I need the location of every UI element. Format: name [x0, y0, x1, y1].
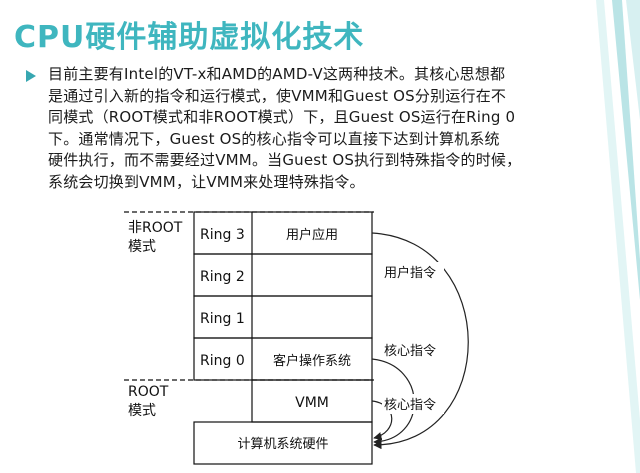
ring0-content: 客户操作系统: [273, 353, 351, 369]
root-mode-label: ROOT: [128, 384, 169, 400]
paragraph-line: 下。通常情况下，Guest OS的核心指令可以直接下达到计算机系统: [48, 129, 500, 148]
non-root-mode-label: 非ROOT: [128, 220, 183, 236]
ring2-label: Ring 2: [200, 269, 245, 285]
guest-core-instruction-label: 核心指令: [384, 344, 436, 359]
user-instruction-arrow: [371, 232, 469, 450]
hardware-label: 计算机系统硬件: [237, 437, 328, 452]
paragraph-line: 系统会切换到VMM，让VMM来处理特殊指令。: [48, 172, 365, 191]
ring3-content: 用户应用: [286, 227, 338, 243]
stripe-tip: [626, 0, 640, 120]
stripe-light: [596, 0, 640, 473]
non-root-mode-label: 模式: [128, 239, 156, 255]
root-mode-label: 模式: [128, 403, 156, 419]
bullet-triangle-icon: [26, 70, 36, 82]
vmm-core-instruction-arrow: [371, 400, 393, 441]
user-instruction-label: 用户指令: [384, 265, 436, 281]
ring0-label: Ring 0: [200, 353, 245, 369]
ring3-label: Ring 3: [200, 227, 245, 243]
paragraph-line: 目前主要有Intel的VT-x和AMD的AMD-V这两种技术。其核心思想都: [48, 65, 506, 83]
vmm-label: VMM: [295, 395, 329, 411]
stripe-dark: [612, 0, 640, 300]
ring1-label: Ring 1: [200, 311, 245, 327]
vmm-core-instruction-label: 核心指令: [384, 398, 436, 413]
paragraph-line: 同模式（ROOT模式和非ROOT模式）下，且Guest OS运行在Ring 0: [48, 108, 516, 126]
paragraph-line: 硬件执行，而不需要经过VMM。当Guest OS执行到特殊指令的时候，: [48, 151, 522, 169]
slide-title: CPU硬件辅助虚拟化技术: [14, 20, 365, 55]
vmm-core-label-bg: [382, 394, 444, 414]
guest-core-label-bg: [382, 340, 444, 360]
user-instruction-label-bg: [382, 262, 444, 282]
description-paragraph: 目前主要有Intel的VT-x和AMD的AMD-V这两种技术。其核心思想都 是通…: [48, 64, 614, 193]
hardware-layer: [193, 421, 373, 465]
paragraph-line: 是通过引入新的指令和运行模式，使VMM和Guest OS分别运行在不: [48, 86, 507, 105]
